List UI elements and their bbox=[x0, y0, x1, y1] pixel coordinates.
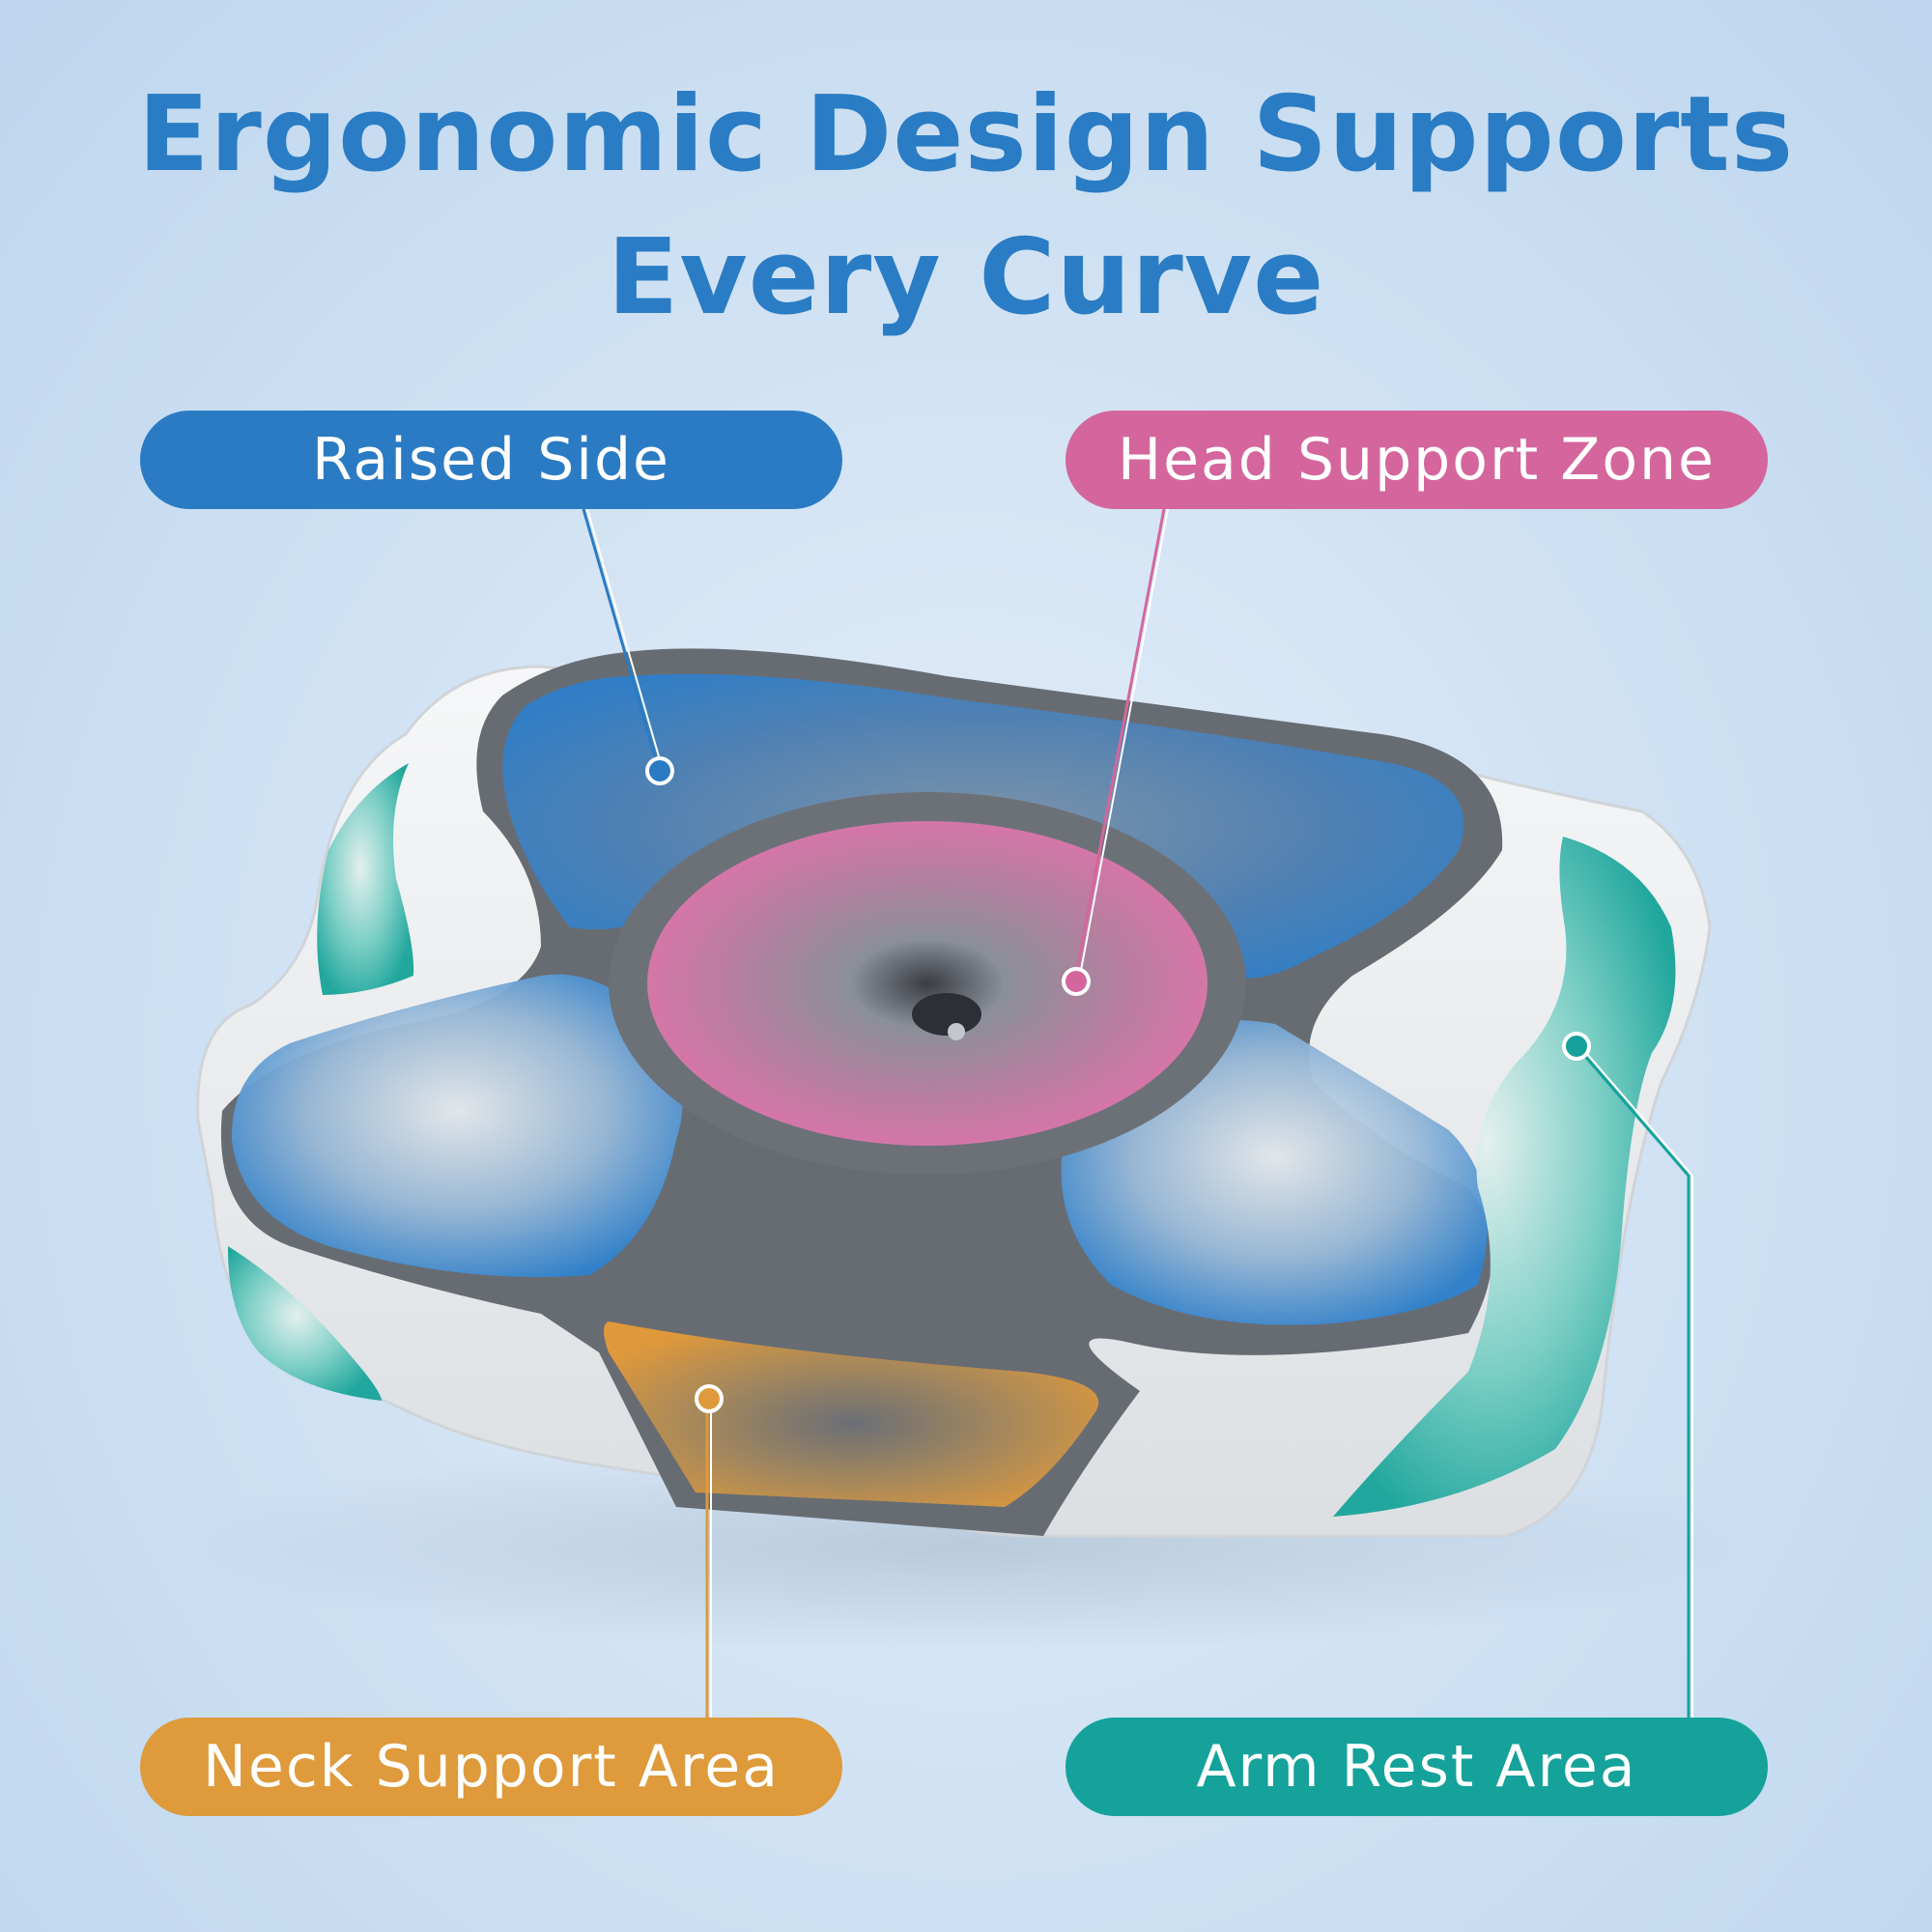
head-support-leader-white bbox=[1078, 508, 1169, 981]
head-support-zone-label: Head Support Zone bbox=[1065, 411, 1768, 509]
left-wing-zone bbox=[231, 974, 683, 1277]
arm-rest-leader bbox=[1575, 1045, 1690, 1718]
raised-side-leader-white bbox=[586, 508, 664, 771]
raised-side-label: Raised Side bbox=[140, 411, 842, 509]
arm-rest-pad-left-upper bbox=[317, 763, 414, 995]
headline-line-2: Every Curve bbox=[607, 217, 1325, 338]
head-support-marker bbox=[1062, 967, 1091, 996]
head-support-zone bbox=[647, 821, 1208, 1146]
arm-rest-area-label: Arm Rest Area bbox=[1065, 1718, 1768, 1816]
arm-rest-marker bbox=[1562, 1032, 1591, 1061]
head-support-leader bbox=[1073, 508, 1166, 981]
raised-side-marker bbox=[645, 756, 674, 785]
raised-side-text: Raised Side bbox=[312, 426, 670, 494]
head-center-dot bbox=[948, 1023, 965, 1040]
arm-rest-leader-white bbox=[1579, 1045, 1693, 1718]
head-center-hole bbox=[912, 993, 981, 1036]
neck-support-zone bbox=[604, 1321, 1099, 1507]
arm-rest-pad-left-lower bbox=[227, 1246, 382, 1401]
head-support-zone-text: Head Support Zone bbox=[1118, 426, 1716, 494]
arm-rest-area-text: Arm Rest Area bbox=[1196, 1733, 1637, 1801]
neck-support-area-text: Neck Support Area bbox=[203, 1733, 780, 1801]
neck-support-area-label: Neck Support Area bbox=[140, 1718, 842, 1816]
headline-line-1: Ergonomic Design Supports bbox=[137, 74, 1795, 195]
raised-side-leader bbox=[582, 508, 661, 771]
arm-rest-pad-right bbox=[1333, 837, 1676, 1517]
neck-support-marker bbox=[695, 1384, 724, 1413]
